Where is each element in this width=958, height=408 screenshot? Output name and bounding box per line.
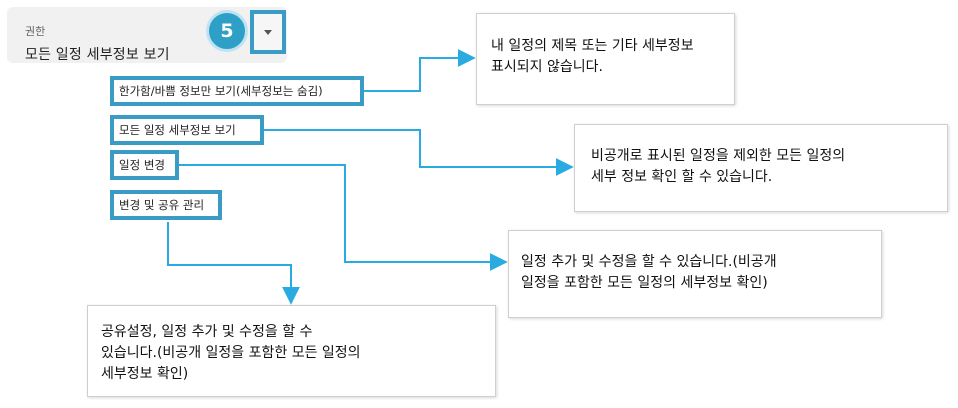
arrow-option3-note3: [179, 164, 508, 271]
option-see-all-details[interactable]: 모든 일정 세부정보 보기: [110, 115, 264, 145]
permission-label: 권한: [25, 25, 46, 38]
permission-value[interactable]: 모든 일정 세부정보 보기: [25, 47, 170, 63]
dropdown-button[interactable]: [250, 10, 286, 54]
arrow-option1-note1: [364, 49, 476, 92]
note-free-busy: 내 일정의 제목 또는 기타 세부정보 표시되지 않습니다.: [476, 13, 735, 105]
note-manage-sharing: 공유설정, 일정 추가 및 수정을 할 수 있습니다.(비공개 일정을 포함한 …: [87, 305, 496, 397]
chevron-down-icon: [264, 29, 272, 35]
step-badge: 5: [206, 10, 248, 52]
option-manage-sharing[interactable]: 변경 및 공유 관리: [110, 190, 222, 220]
arrow-option2-note2: [264, 129, 574, 176]
arrow-option4-note4: [167, 222, 300, 305]
note-all-details: 비공개로 표시된 일정을 제외한 모든 일정의 세부 정보 확인 할 수 있습니…: [574, 124, 948, 212]
option-make-changes[interactable]: 일정 변경: [110, 150, 179, 180]
note-make-changes: 일정 추가 및 수정을 할 수 있습니다.(비공개 일정을 포함한 모든 일정의…: [508, 230, 882, 318]
option-free-busy-only[interactable]: 한가함/바쁨 정보만 보기(세부정보는 숨김): [110, 76, 364, 106]
